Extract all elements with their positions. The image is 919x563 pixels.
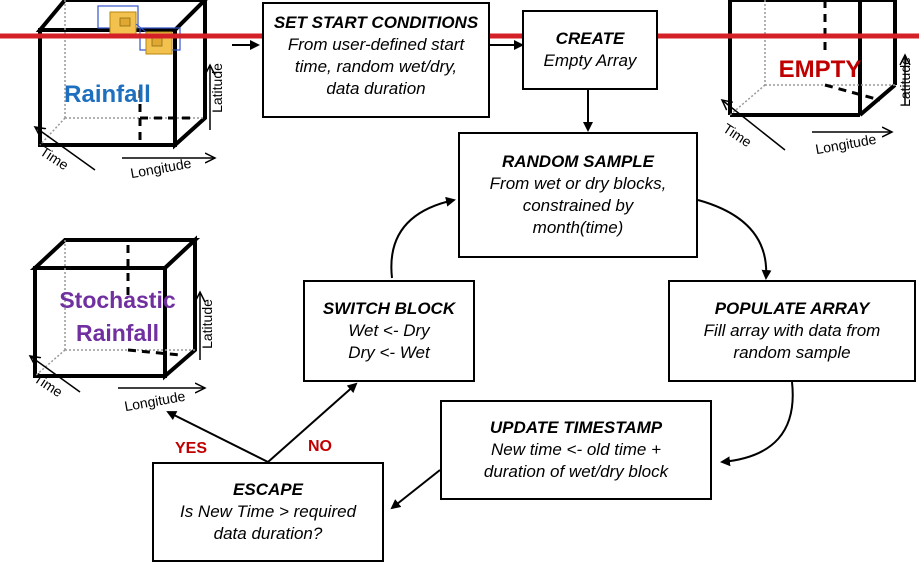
switch-block-title: SWITCH BLOCK	[322, 299, 456, 318]
update-timestamp-box: UPDATE TIMESTAMP New time <- old time + …	[440, 400, 712, 500]
arrow-update-to-escape	[390, 469, 441, 510]
stochastic-cube-label-line2: Rainfall	[75, 320, 160, 346]
empty-cube-inner-dash	[824, 83, 881, 102]
switch-block-line2: Dry <- Wet	[348, 343, 430, 362]
empty-cube-label: EMPTY	[778, 56, 862, 83]
yes-branch-label: YES	[175, 440, 208, 457]
stochastic-cube-front	[33, 266, 167, 378]
set-start-conditions-line1: From user-defined start	[287, 35, 465, 54]
update-timestamp-title: UPDATE TIMESTAMP	[489, 418, 663, 437]
populate-array-title: POPULATE ARRAY	[714, 299, 870, 318]
random-sample-line3: month(time)	[532, 218, 624, 237]
escape-box: ESCAPE Is New Time > required data durat…	[152, 462, 384, 562]
set-start-conditions-line3: data duration	[326, 79, 426, 98]
escape-line1: Is New Time > required	[179, 502, 357, 521]
update-timestamp-line1: New time <- old time +	[490, 440, 662, 459]
arrow-populate-to-update	[720, 381, 794, 467]
switch-block-box: SWITCH BLOCK Wet <- Dry Dry <- Wet	[303, 280, 475, 382]
escape-line2: data duration?	[213, 524, 323, 543]
random-sample-title: RANDOM SAMPLE	[501, 152, 655, 171]
stochastic-time-axis	[30, 356, 81, 393]
set-start-conditions-box: SET START CONDITIONS From user-defined s…	[262, 2, 490, 118]
empty-time-axis	[722, 100, 786, 151]
rainfall-cube-label: Rainfall	[64, 81, 151, 108]
create-title: CREATE	[555, 29, 625, 48]
set-start-conditions-line2: time, random wet/dry,	[294, 57, 458, 76]
random-sample-line1: From wet or dry blocks,	[489, 174, 667, 193]
random-sample-box: RANDOM SAMPLE From wet or dry blocks, co…	[458, 132, 698, 258]
stochastic-cube-inner-dash	[127, 348, 181, 357]
update-timestamp-line2: duration of wet/dry block	[483, 462, 669, 481]
populate-array-line1: Fill array with data from	[703, 321, 881, 340]
escape-title: ESCAPE	[233, 480, 303, 499]
empty-latitude-label: Latitude	[896, 57, 913, 107]
arrow-escape-to-switch	[267, 382, 358, 463]
stochastic-latitude-label: Latitude	[198, 299, 215, 349]
rainfall-time-axis	[35, 127, 96, 171]
stochastic-cube	[30, 235, 205, 393]
switch-block-line1: Wet <- Dry	[348, 321, 430, 340]
no-branch-label: NO	[308, 438, 332, 455]
arrow-sample-to-populate	[697, 199, 772, 280]
create-box: CREATE Empty Array	[522, 10, 658, 90]
create-line1: Empty Array	[543, 51, 637, 70]
rainfall-cube	[35, 0, 215, 171]
random-sample-line2: constrained by	[522, 196, 634, 215]
empty-cube	[722, 0, 905, 151]
arrow-switch-to-sample	[390, 196, 456, 279]
rainfall-latitude-label: Latitude	[208, 63, 225, 113]
stochastic-cube-label-line1: Stochastic	[59, 287, 176, 313]
set-start-conditions-title: SET START CONDITIONS	[273, 13, 479, 32]
populate-array-box: POPULATE ARRAY Fill array with data from…	[668, 280, 916, 382]
populate-array-line2: random sample	[733, 343, 851, 362]
sample-blocks-icon	[97, 5, 181, 55]
arrow-escape-to-stochastic	[166, 411, 269, 463]
stochastic-cube-hidden-edge	[34, 349, 66, 377]
